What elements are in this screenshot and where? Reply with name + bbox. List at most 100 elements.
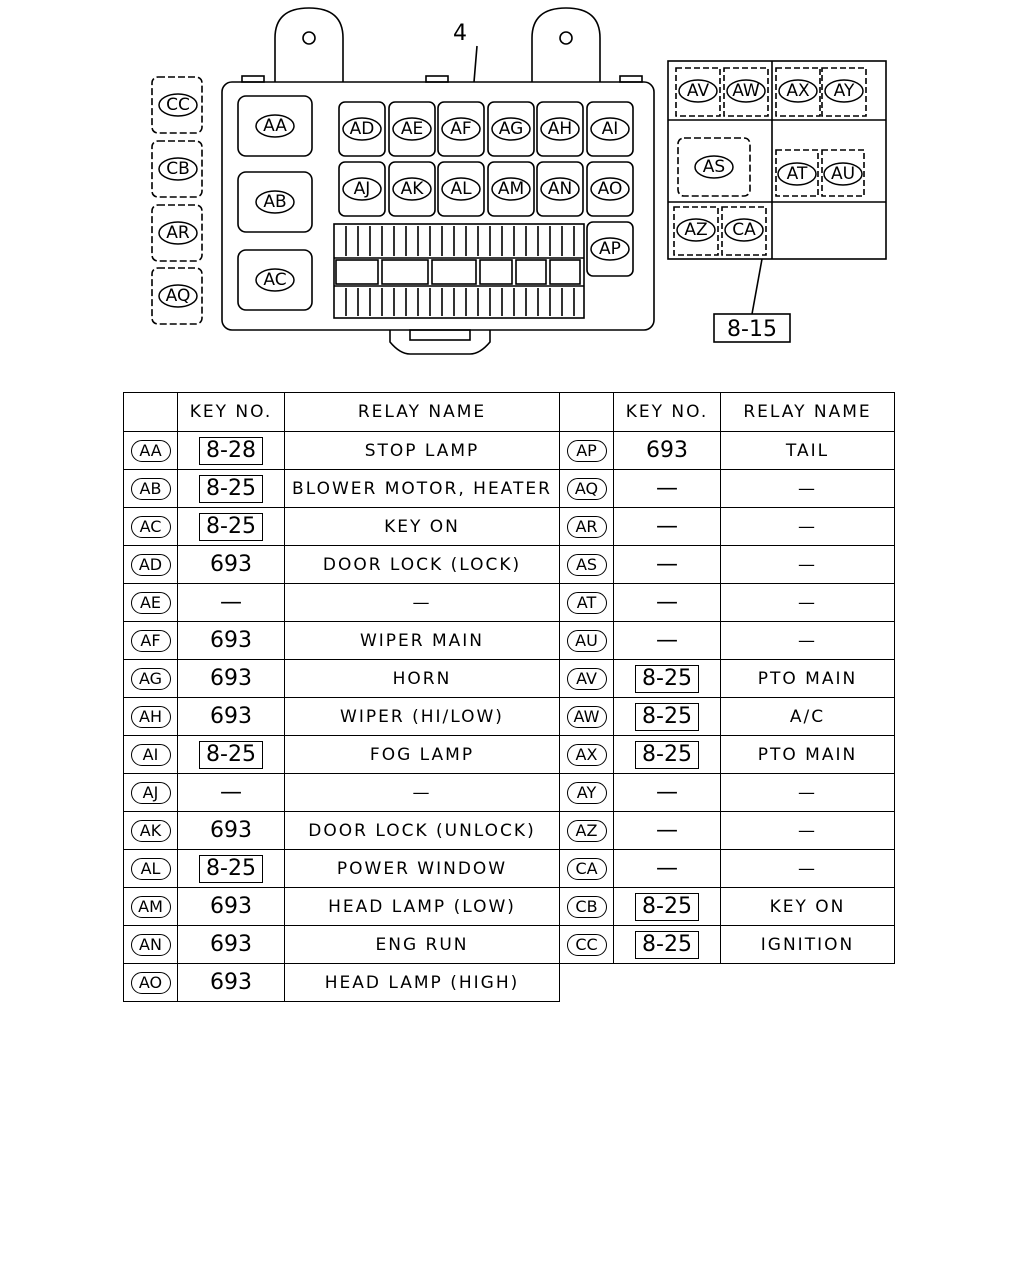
relay-code-cell: CB xyxy=(559,887,614,926)
key-no-value: 693 xyxy=(210,552,252,577)
key-no-cell: — xyxy=(613,507,721,546)
relay-label-ab: AB xyxy=(263,192,286,212)
key-no-value: — xyxy=(656,856,678,881)
key-no-cell: 693 xyxy=(177,697,285,736)
relay-label-av: AV xyxy=(687,81,710,101)
relay-code-cell: AV xyxy=(559,659,614,698)
relay-name-cell: STOP LAMP xyxy=(284,431,560,470)
relay-code: AY xyxy=(566,781,607,804)
relay-code: AK xyxy=(130,819,171,842)
key-no-value: 693 xyxy=(210,628,252,653)
relay-code: AA xyxy=(130,439,171,462)
key-no-value: — xyxy=(220,780,242,805)
relay-name-cell: — xyxy=(284,773,560,812)
relay-label-au: AU xyxy=(831,164,855,184)
key-no-cell: 693 xyxy=(613,431,721,470)
relay-code-cell: AL xyxy=(123,849,178,888)
relay-name-cell: IGNITION xyxy=(720,925,895,964)
key-no-value: — xyxy=(656,628,678,653)
empty-cell xyxy=(560,964,614,1002)
relay-code: AS xyxy=(566,553,607,576)
relay-code: AX xyxy=(566,743,607,766)
relay-label-ap: AP xyxy=(599,239,621,259)
relay-label-ak: AK xyxy=(401,179,425,199)
relay-code: AZ xyxy=(566,819,607,842)
relay-label-af: AF xyxy=(450,119,471,139)
relay-name-cell: HEAD LAMP (LOW) xyxy=(284,887,560,926)
relay-name-cell: PTO MAIN xyxy=(720,659,895,698)
empty-cell xyxy=(614,964,721,1002)
key-no-cell: 8-25 xyxy=(177,469,285,508)
header-relay-name-left: RELAY NAME xyxy=(284,392,560,432)
relay-box-diagram: CC CB AR AQ AA AB AC AD AE AF AG AH AI A… xyxy=(151,7,887,355)
relay-code: CB xyxy=(566,895,607,918)
key-no-cell: — xyxy=(613,583,721,622)
key-no-cell: 8-25 xyxy=(177,849,285,888)
relay-code: AH xyxy=(130,705,171,728)
relay-label-ca: CA xyxy=(732,220,756,240)
relay-label-aj: AJ xyxy=(354,179,371,199)
key-no-value: 693 xyxy=(646,438,688,463)
relay-code: AG xyxy=(130,667,171,690)
relay-label-aq: AQ xyxy=(166,286,191,306)
key-no-cell: — xyxy=(613,811,721,850)
key-no-value: 693 xyxy=(210,894,252,919)
relay-name-cell: — xyxy=(284,583,560,622)
key-no-cell: 8-25 xyxy=(177,507,285,546)
relay-name-cell: — xyxy=(720,811,895,850)
relay-code: AM xyxy=(130,895,171,918)
relay-name-cell: — xyxy=(720,583,895,622)
key-no-value: 693 xyxy=(210,932,252,957)
relay-label-aa: AA xyxy=(263,116,287,136)
key-no-cell: 8-25 xyxy=(613,925,721,964)
key-no-box: 8-28 xyxy=(199,436,263,465)
relay-name-cell: — xyxy=(720,545,895,584)
relay-label-az: AZ xyxy=(684,220,707,240)
relay-label-ar: AR xyxy=(166,223,190,243)
key-no-value: — xyxy=(656,514,678,539)
relay-name-cell: HORN xyxy=(284,659,560,698)
relay-name-cell: — xyxy=(720,849,895,888)
relay-code: AN xyxy=(130,933,171,956)
header-blank-left xyxy=(123,392,178,432)
relay-name-cell: — xyxy=(720,469,895,508)
key-no-cell: 693 xyxy=(177,887,285,926)
relay-code-cell: AQ xyxy=(559,469,614,508)
key-no-box: 8-25 xyxy=(199,474,263,503)
relay-code-cell: CC xyxy=(559,925,614,964)
key-no-value: — xyxy=(656,552,678,577)
relay-name-cell: TAIL xyxy=(720,431,895,470)
relay-name-cell: FOG LAMP xyxy=(284,735,560,774)
relay-label-ae: AE xyxy=(401,119,423,139)
relay-code: CA xyxy=(566,857,607,880)
relay-code-cell: AE xyxy=(123,583,178,622)
relay-name-cell: ENG RUN xyxy=(284,925,560,964)
relay-code: AC xyxy=(130,515,171,538)
relay-name-cell: DOOR LOCK (UNLOCK) xyxy=(284,811,560,850)
table-row: AJ——AY—— xyxy=(123,773,895,812)
relay-code-cell: AC xyxy=(123,507,178,546)
key-no-value: — xyxy=(656,590,678,615)
relay-code-cell: AD xyxy=(123,545,178,584)
relay-code-cell: AP xyxy=(559,431,614,470)
callout-8-15: 8-15 xyxy=(727,317,777,342)
relay-label-at: AT xyxy=(787,164,808,184)
relay-code-cell: AN xyxy=(123,925,178,964)
relay-code-cell: AM xyxy=(123,887,178,926)
relay-code-cell: AY xyxy=(559,773,614,812)
relay-label-ah: AH xyxy=(548,119,572,139)
relay-name-cell: — xyxy=(720,507,895,546)
relay-label-as: AS xyxy=(703,157,725,177)
key-no-box: 8-25 xyxy=(635,930,699,959)
key-no-box: 8-25 xyxy=(199,740,263,769)
relay-code: AF xyxy=(130,629,171,652)
